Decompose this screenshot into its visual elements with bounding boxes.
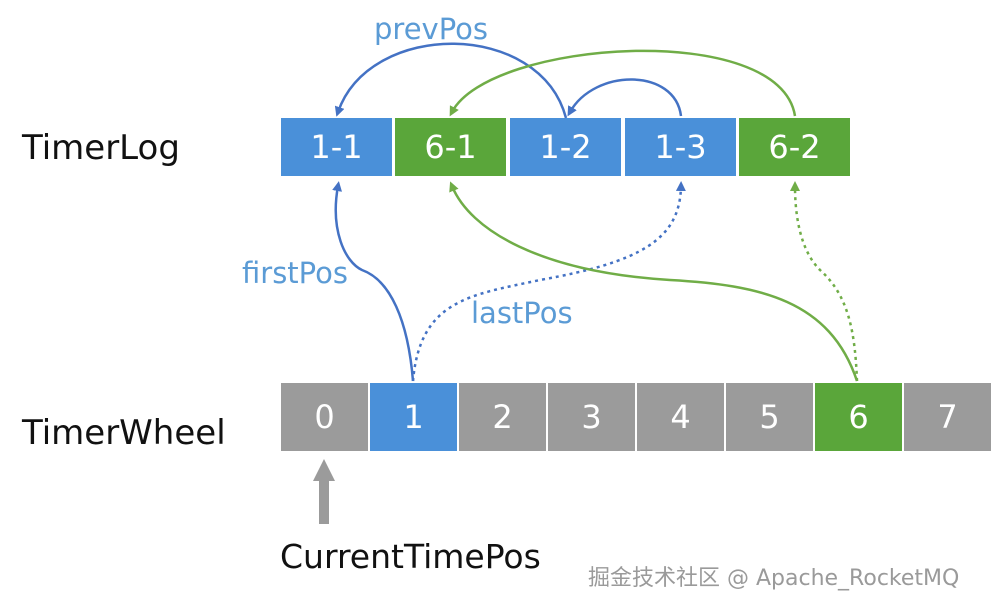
timer-log-cell: 6-2 (739, 118, 850, 176)
timer-wheel-slot: 3 (548, 383, 635, 451)
timer-wheel-slot-label: 2 (492, 398, 513, 436)
timer-log-cell-label: 1-2 (539, 128, 592, 166)
timer-wheel-slot-label: 6 (848, 398, 869, 436)
timer-wheel-slot-label: 4 (670, 398, 691, 436)
first-pos-label: firstPos (242, 256, 348, 290)
prev-pos-arrow-1-2-to-1-1 (334, 42, 568, 119)
timer-log-cell-label: 6-2 (768, 128, 821, 166)
last-pos-label: lastPos (471, 296, 573, 330)
timer-log-cell-label: 1-1 (310, 128, 363, 166)
timer-log-cell: 1-3 (625, 118, 736, 176)
watermark: 掘金技术社区 @ Apache_RocketMQ (588, 566, 960, 591)
timer-wheel-slot: 7 (904, 383, 991, 451)
timer-wheel-slot-label: 3 (581, 398, 602, 436)
timer-log-cell: 6-1 (395, 118, 506, 176)
last-pos-arrow-slot-1 (411, 181, 686, 382)
timer-wheel-slot-label: 1 (403, 398, 424, 436)
timer-wheel-slot-label: 0 (314, 398, 335, 436)
timer-wheel-slot-label: 7 (937, 398, 958, 436)
prev-pos-label: prevPos (374, 12, 489, 46)
timer-log-cell-label: 6-1 (424, 128, 477, 166)
timer-wheel-label: TimerWheel (22, 413, 226, 453)
first-pos-arrow-slot-6 (449, 181, 859, 382)
current-time-pos-label: CurrentTimePos (280, 537, 541, 576)
timer-wheel-slot: 2 (459, 383, 546, 451)
timer-log-label: TimerLog (22, 128, 180, 168)
timer-wheel-slot: 0 (281, 383, 368, 451)
timer-wheel-slot: 1 (370, 383, 457, 451)
timer-log-cell: 1-2 (510, 118, 621, 176)
first-pos-arrow-slot-1 (332, 181, 415, 382)
prev-pos-arrow-1-3-to-1-2 (567, 78, 683, 117)
timer-wheel-slot: 6 (815, 383, 902, 451)
timer-log-cell-label: 1-3 (654, 128, 707, 166)
timer-wheel-slot: 4 (637, 383, 724, 451)
timer-wheel-slot: 5 (726, 383, 813, 451)
timer-log-cell: 1-1 (281, 118, 392, 176)
last-pos-arrow-slot-6 (790, 181, 859, 382)
timer-wheel-slot-label: 5 (759, 398, 780, 436)
prev-pos-arrow-6-2-to-6-1 (449, 49, 797, 117)
